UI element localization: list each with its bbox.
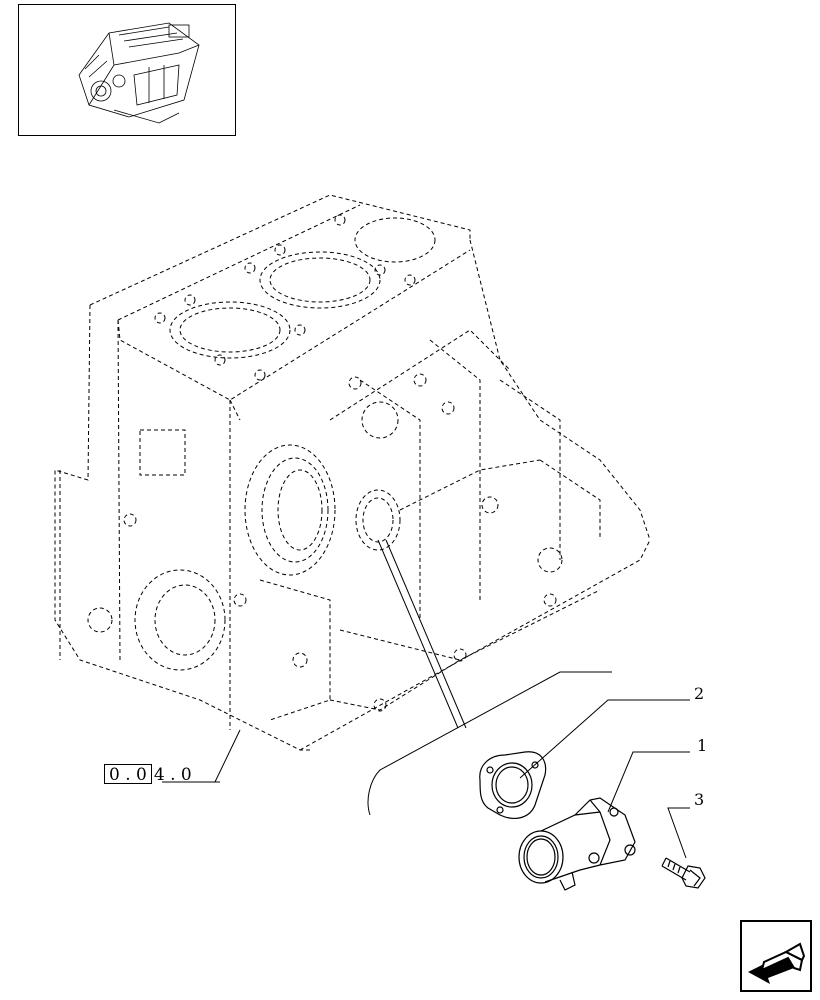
part-gasket (479, 751, 547, 819)
engine-thumbnail-drawing (78, 22, 200, 124)
callout-leaders (519, 699, 690, 859)
callout-3[interactable]: 3 (694, 790, 705, 809)
engine-thumbnail (18, 4, 236, 136)
reference-tail: 4 . 0 (153, 765, 192, 785)
callout-2[interactable]: 2 (694, 684, 705, 703)
explode-leader (367, 539, 612, 816)
callout-1[interactable]: 1 (697, 736, 708, 755)
arrow-next-icon (748, 942, 806, 984)
part-bolt (661, 857, 706, 889)
part-thermostat-housing (518, 797, 636, 891)
engine-block-phantom-outline (54, 194, 651, 751)
reference-boxed: 0 . 0 (104, 764, 152, 785)
next-page-button[interactable] (740, 920, 812, 992)
